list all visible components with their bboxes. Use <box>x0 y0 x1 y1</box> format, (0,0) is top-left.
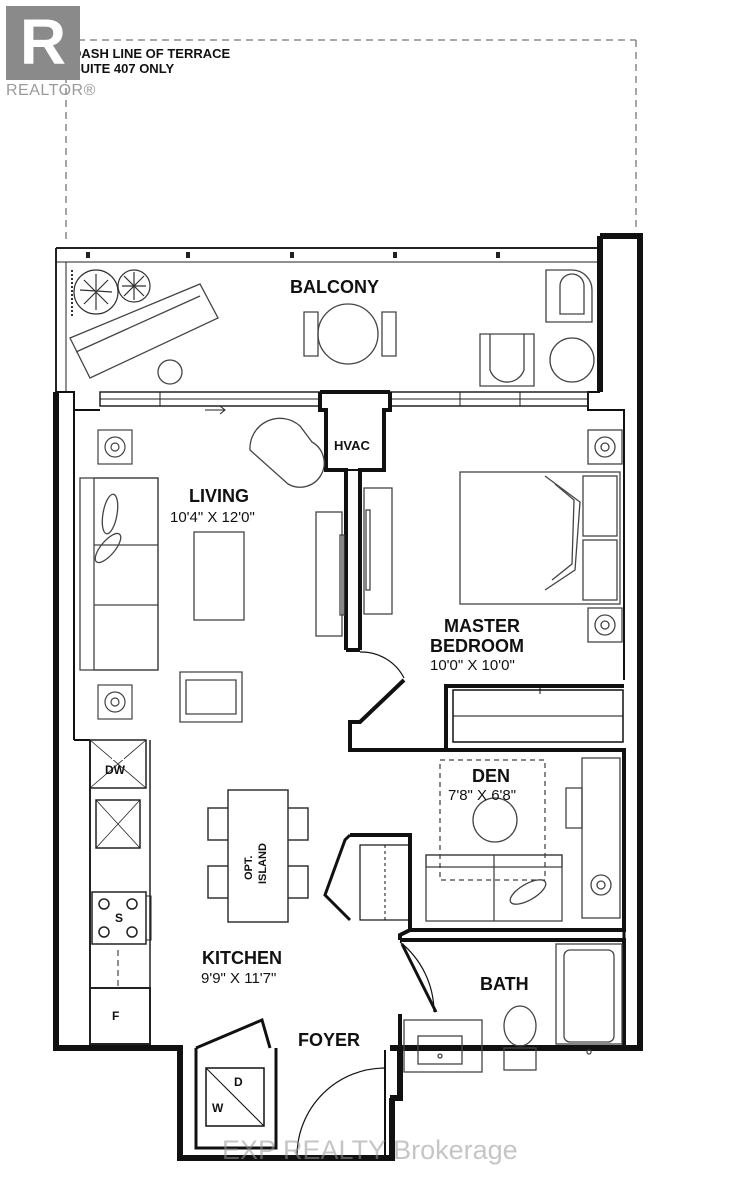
foyer-label: FOYER <box>298 1030 360 1050</box>
master-label-line2: BEDROOM <box>430 636 524 656</box>
realtor-wordmark: REALTOR® <box>6 82 96 99</box>
kitchen-counter <box>89 739 152 1045</box>
stove-label: S <box>115 911 123 925</box>
master-dims: 10'0" X 10'0" <box>430 657 515 674</box>
balcony-railing <box>55 247 600 392</box>
laundry-closet <box>194 1017 278 1150</box>
den-dims: 7'8" X 6'8" <box>448 787 516 804</box>
balcony-planters <box>71 269 151 318</box>
den-furniture <box>425 757 621 922</box>
fridge-label: F <box>112 1009 119 1023</box>
realtor-logo-letter: R <box>20 6 66 78</box>
den-label: DEN <box>472 766 510 786</box>
living-dims: 10'4" X 12'0" <box>170 509 255 526</box>
inner-exterior-walls <box>56 391 625 741</box>
island-label-line1: OPT. <box>243 856 255 880</box>
bath-label: BATH <box>480 974 529 994</box>
master-label-line1: MASTER <box>444 616 520 636</box>
entry-door <box>296 1050 386 1157</box>
balcony-furniture <box>69 269 595 387</box>
bath-walls <box>398 938 626 1048</box>
kitchen-island <box>207 789 309 923</box>
washer-label: W <box>212 1101 224 1115</box>
stove-burners <box>98 898 138 938</box>
kitchen-dims: 9'9" X 11'7" <box>201 970 276 987</box>
bath-fixtures <box>403 943 623 1073</box>
living-label: LIVING <box>189 486 249 506</box>
balcony-window-strip <box>99 391 589 415</box>
railing-posts <box>86 252 500 258</box>
island-label-line2: ISLAND <box>257 843 269 884</box>
hvac-closet <box>318 390 392 650</box>
hvac-label: HVAC <box>334 438 370 453</box>
exterior-walls <box>53 233 643 1161</box>
living-furniture <box>79 417 345 723</box>
brokerage-watermark: EXP REALTY Brokerage <box>222 1135 518 1165</box>
den-closet <box>323 833 412 940</box>
kitchen-label: KITCHEN <box>202 948 282 968</box>
living-plants <box>97 429 133 720</box>
realtor-logo: R <box>6 6 80 80</box>
terrace-note-line2: SUITE 407 ONLY <box>72 61 174 76</box>
balcony-label: BALCONY <box>290 277 379 297</box>
terrace-note-line1: DASH LINE OF TERRACE <box>72 46 231 61</box>
terrace-dash-outline <box>65 39 637 240</box>
dryer-label: D <box>234 1075 243 1089</box>
dishwasher-label: DW <box>105 763 126 777</box>
bedroom-furniture <box>363 429 623 643</box>
